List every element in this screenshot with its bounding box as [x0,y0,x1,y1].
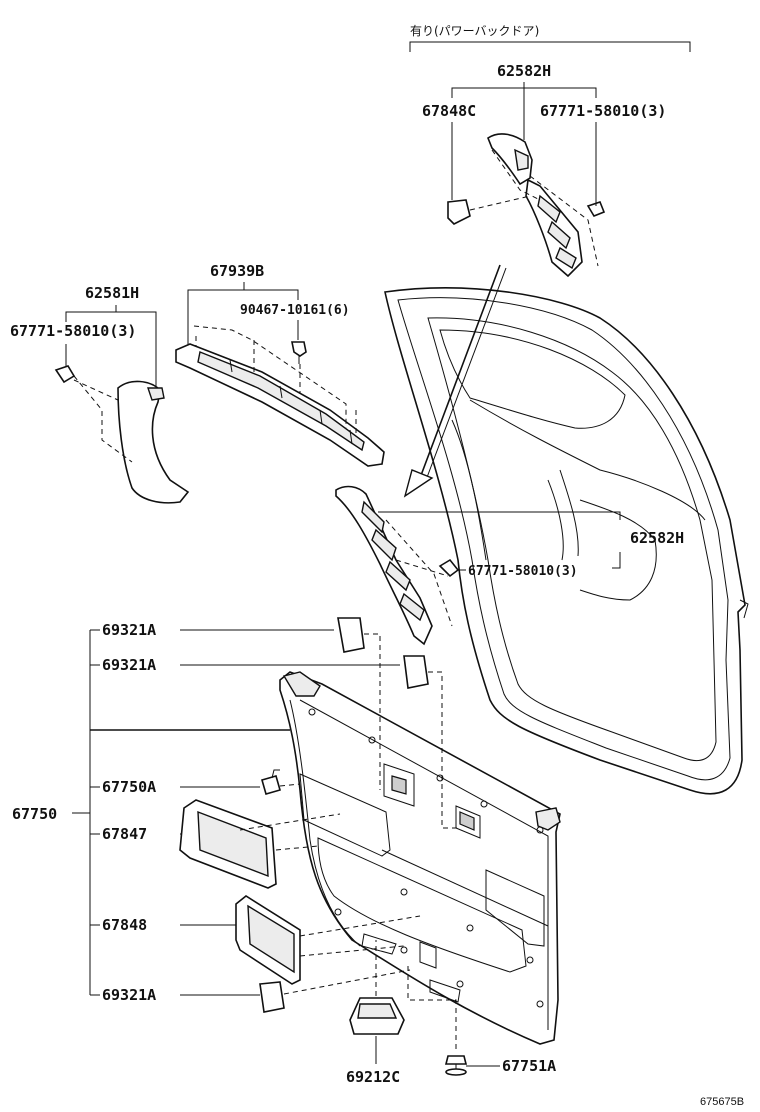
cap-69321A-1: 69321A [102,617,381,790]
clip-top-right [586,200,606,217]
clip-mid [438,558,460,578]
cap-69321A-2: 69321A [102,655,458,829]
label-62581H: 62581H [85,284,139,302]
label-67848C: 67848C [422,102,476,120]
panel-67847: 67847 [102,799,341,889]
label-69321A-3: 69321A [102,986,156,1004]
pillar-trim-upper-right [487,133,533,186]
clip-67750A: 67750A [102,769,301,796]
label-67750A: 67750A [102,778,156,796]
panel-67848: 67848 [102,895,421,985]
label-67939B: 67939B [210,262,264,280]
label-62582H-mid: 62582H [630,529,684,547]
label-62582H-top: 62582H [497,62,551,80]
reference-code: 675675B [700,1096,744,1108]
lower-trim-board [279,671,561,1045]
left-pillar-group: 62581H 67771-58010(3) [10,284,190,504]
label-67751A: 67751A [502,1057,556,1075]
power-back-door-group: 有り(パワーバックドア) 62582H 67848C 67771-58010(3… [409,24,691,278]
direction-arrow [403,264,507,498]
cover-67848C [447,199,471,225]
label-67771-58010-left: 67771-58010(3) [10,322,136,340]
clip-67751A: 67751A [407,966,556,1076]
label-69212C: 69212C [346,1068,400,1086]
handle-69212C: 69212C [346,940,405,1086]
clip-left [54,365,76,384]
mid-pillar-group: 62582H 67771-58010(3) [335,485,684,646]
label-67771-58010-top: 67771-58010(3) [540,102,666,120]
label-67771-58010-mid: 67771-58010(3) [468,564,578,579]
back-door-frame [384,287,749,795]
bolt-clip [291,341,307,364]
upper-trim-group: 67939B 90467-10161(6) [175,262,385,467]
label-67848: 67848 [102,916,147,934]
pillar-trim-left [117,380,190,504]
cap-69321A-3: 69321A [102,969,411,1013]
note-label: 有り(パワーバックドア) [410,24,539,38]
assembly-bracket-67750: 67750 [12,629,290,996]
label-90467-10161: 90467-10161(6) [240,303,350,318]
label-69321A-2: 69321A [102,656,156,674]
label-69321A-1: 69321A [102,621,156,639]
label-67847: 67847 [102,825,147,843]
label-67750: 67750 [12,805,57,823]
